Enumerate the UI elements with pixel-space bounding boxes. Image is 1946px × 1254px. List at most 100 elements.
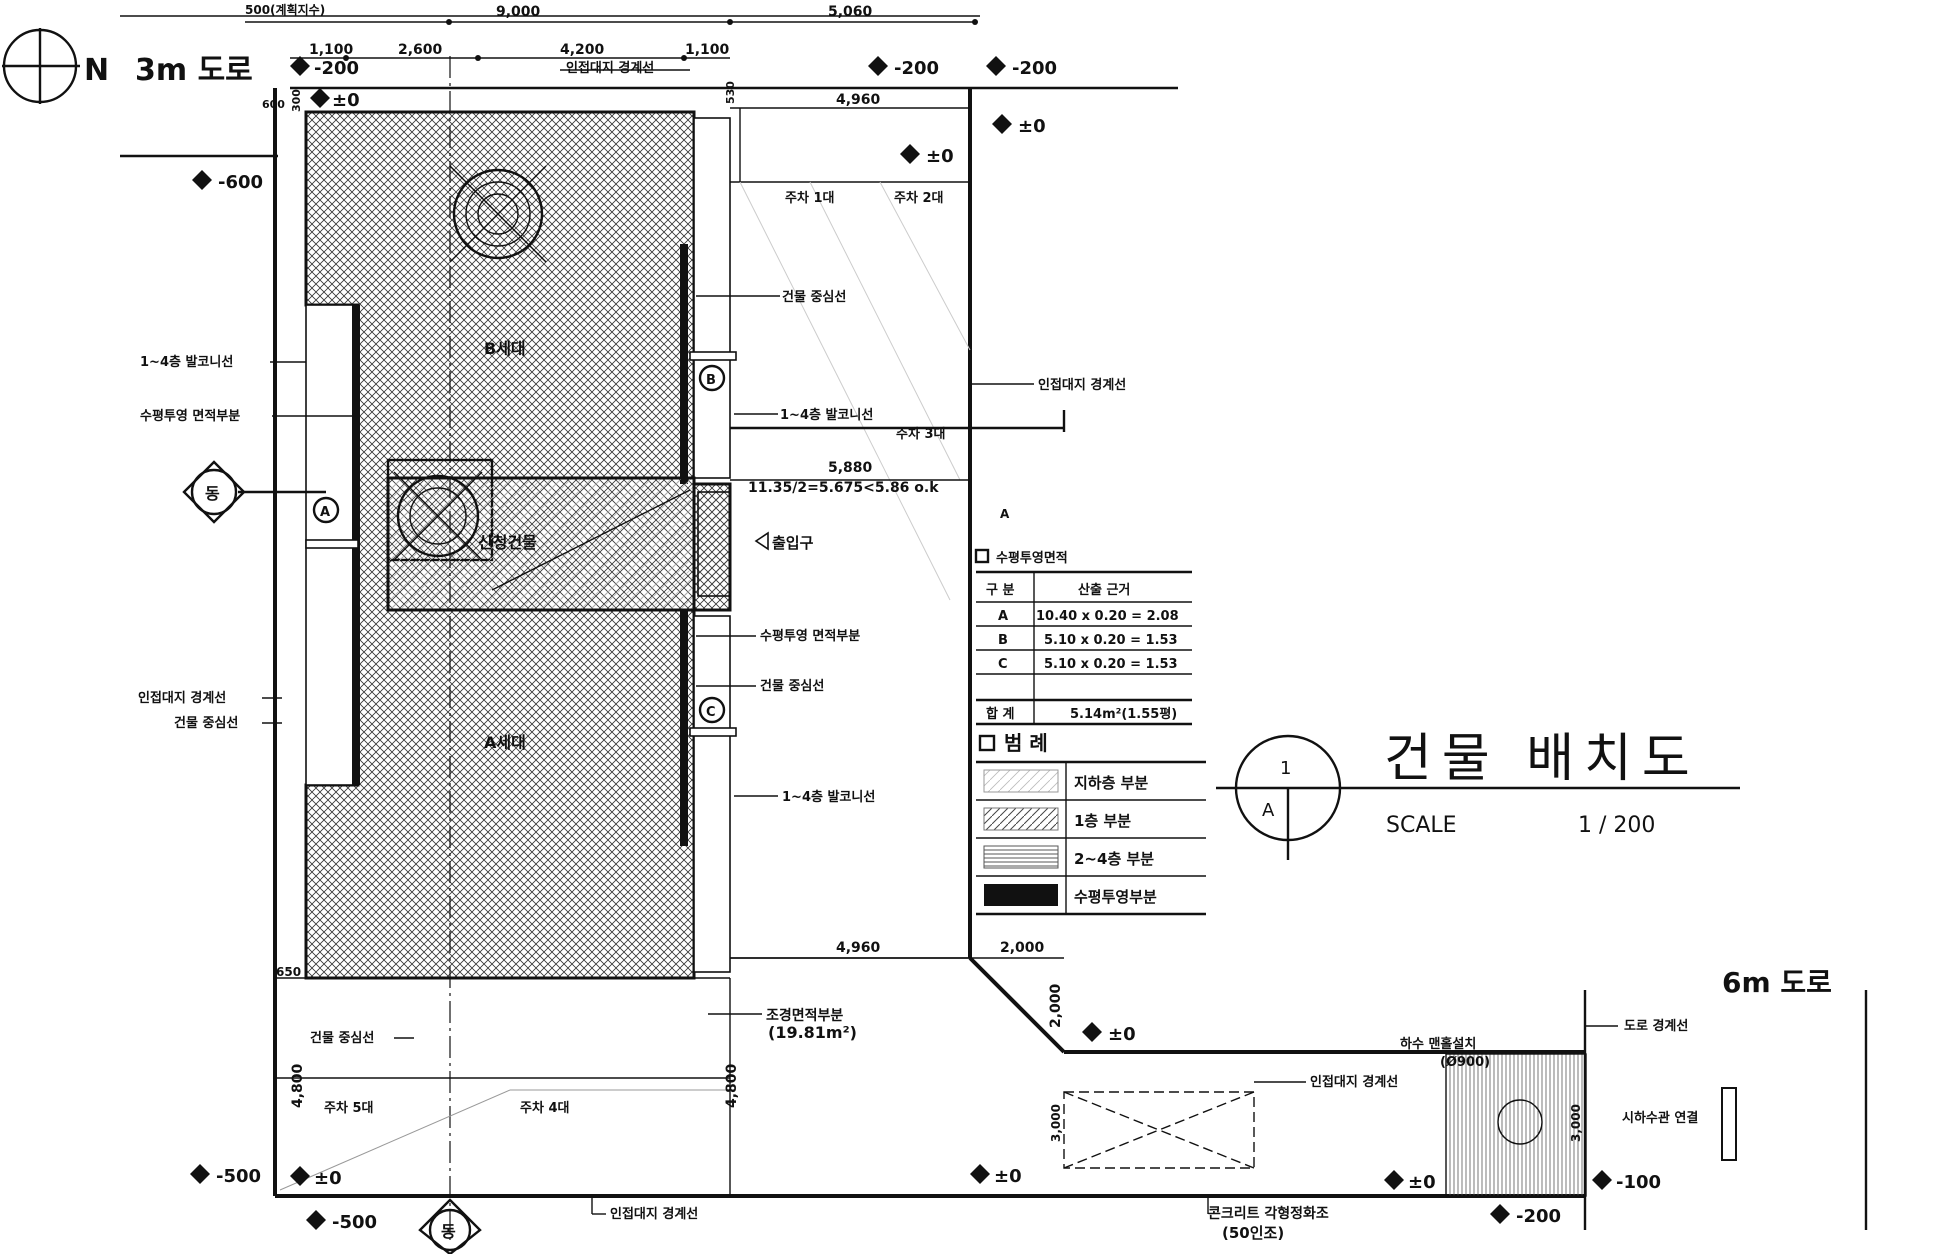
level-marker: -200 bbox=[986, 56, 1057, 79]
svg-text:±0: ±0 bbox=[1108, 1024, 1136, 1045]
label-sewer: 하수 맨홀설치 bbox=[1400, 1036, 1476, 1052]
dim-1100-left: 1,100 bbox=[309, 42, 354, 58]
svg-text:C: C bbox=[706, 705, 716, 720]
level-marker: ±0 bbox=[970, 1164, 1022, 1187]
level-marker: ±0 bbox=[1082, 1022, 1136, 1045]
svg-text:±0: ±0 bbox=[1408, 1172, 1436, 1193]
dim-4960-top: 4,960 bbox=[836, 92, 881, 108]
label-landscape: 조경면적부분 bbox=[766, 1007, 843, 1024]
label-center-left: 건물 중심선 bbox=[174, 715, 238, 731]
svg-text:-200: -200 bbox=[1012, 58, 1057, 79]
svg-text:B: B bbox=[706, 373, 716, 388]
svg-text:±0: ±0 bbox=[332, 90, 360, 111]
tag-b: B bbox=[698, 364, 726, 392]
label-road-boundary: 도로 경계선 bbox=[1624, 1018, 1688, 1034]
label-center-right-top: 건물 중심선 bbox=[782, 289, 846, 305]
site-dimensions: 4,960 4,960 5,880 2,000 2,000 600 650 4,… bbox=[262, 81, 1583, 1142]
section-marker-south: 동 bbox=[418, 1198, 482, 1254]
svg-text:±0: ±0 bbox=[926, 146, 954, 167]
svg-text:-200: -200 bbox=[314, 58, 359, 79]
label-projection-right: 수평투영 면적부분 bbox=[760, 628, 860, 644]
dim-530: 530 bbox=[724, 81, 737, 104]
label-boundary-bottom-right: 인접대지 경계선 bbox=[1310, 1074, 1398, 1090]
levels: -200 -200 -200 ±0 ±0 ±0 -600 ±0 ±0 ±0 ±0… bbox=[190, 56, 1661, 1233]
label-parking-2: 주차 2대 bbox=[894, 190, 943, 206]
label-septic-cap: (50인조) bbox=[1222, 1224, 1284, 1242]
dim-3000-manhole: 3,000 bbox=[1569, 1104, 1583, 1142]
area-header-type: 구 분 bbox=[986, 583, 1014, 598]
label-projection-left: 수평투영 면적부분 bbox=[140, 408, 240, 424]
dim-4800-right: 4,800 bbox=[724, 1063, 740, 1108]
building-footprint bbox=[304, 56, 737, 1240]
label-parking-1: 주차 1대 bbox=[785, 190, 834, 206]
legend: 범 례 지하층 부분 1층 부분 2~4층 부분 수평투영부분 bbox=[976, 731, 1206, 916]
area-row-basis: 10.40 x 0.20 = 2.08 bbox=[1036, 609, 1179, 624]
dim-3000-tank: 3,000 bbox=[1049, 1104, 1063, 1142]
area-table: 수평투영면적 구 분 산출 근거 A 10.40 x 0.20 = 2.08 B… bbox=[974, 548, 1192, 726]
svg-text:±0: ±0 bbox=[1018, 116, 1046, 137]
label-center-right-mid: 건물 중심선 bbox=[760, 678, 824, 694]
section-marker-east: 동 bbox=[182, 460, 326, 524]
label-boundary-left: 인접대지 경계선 bbox=[138, 690, 226, 706]
north-arrow: N bbox=[2, 28, 109, 104]
dim-5060: 5,060 bbox=[828, 4, 873, 20]
dim-2000-v: 2,000 bbox=[1048, 983, 1064, 1028]
area-total-value: 5.14m²(1.55평) bbox=[1070, 706, 1177, 722]
label-sewer-size: (Ø900) bbox=[1440, 1055, 1490, 1070]
level-marker: ±0 bbox=[1384, 1170, 1436, 1193]
svg-text:-200: -200 bbox=[894, 58, 939, 79]
area-total-label: 합 계 bbox=[986, 706, 1014, 722]
label-boundary-right: 인접대지 경계선 bbox=[1038, 377, 1126, 393]
svg-text:-100: -100 bbox=[1616, 1172, 1661, 1193]
label-entrance: 출입구 bbox=[772, 534, 814, 552]
level-marker: ±0 bbox=[310, 88, 360, 111]
road-north-label: 3m 도로 bbox=[135, 53, 253, 88]
level-marker: -600 bbox=[192, 170, 263, 193]
dim-4200: 4,200 bbox=[560, 42, 605, 58]
dim-5880: 5,880 bbox=[828, 460, 873, 476]
level-marker: ±0 bbox=[900, 144, 954, 167]
dim-2000-h: 2,000 bbox=[1000, 940, 1045, 956]
label-unit-a: A세대 bbox=[484, 733, 526, 752]
level-marker: -200 bbox=[1490, 1204, 1561, 1227]
label-balcony-right-top: 1~4층 발코니선 bbox=[780, 407, 873, 423]
area-row-basis: 5.10 x 0.20 = 1.53 bbox=[1044, 633, 1178, 648]
label-balcony-right-bottom: 1~4층 발코니선 bbox=[782, 789, 875, 805]
tag-a-site: A bbox=[1000, 507, 1010, 521]
dim-2600: 2,600 bbox=[398, 42, 443, 58]
svg-text:동: 동 bbox=[205, 484, 220, 503]
svg-text:-600: -600 bbox=[218, 172, 263, 193]
svg-text:-200: -200 bbox=[1516, 1206, 1561, 1227]
level-marker: -200 bbox=[868, 56, 939, 79]
dim-4800-left: 4,800 bbox=[290, 1063, 306, 1108]
level-marker: -500 bbox=[190, 1164, 261, 1187]
legend-title: 범 례 bbox=[1004, 731, 1048, 755]
label-parking-5: 주차 5대 bbox=[324, 1100, 373, 1116]
area-row-type: B bbox=[998, 633, 1008, 648]
check-note: 11.35/2=5.675<5.86 o.k bbox=[748, 480, 939, 496]
scale-label: SCALE bbox=[1386, 813, 1457, 838]
section-marker-top: 1 bbox=[1280, 758, 1291, 779]
dim-4960-bottom: 4,960 bbox=[836, 940, 881, 956]
annotations: 인접대지 경계선 주차 1대 주차 2대 건물 중심선 인접대지 경계선 1~4… bbox=[138, 60, 1832, 1242]
level-marker: -200 bbox=[290, 56, 359, 79]
level-marker: ±0 bbox=[290, 1166, 342, 1189]
dim-300: 300 bbox=[290, 89, 303, 112]
top-dimensions: 500(계획지수) 9,000 5,060 1,100 2,600 4,200 … bbox=[245, 2, 978, 61]
section-marker-bottom: A bbox=[1262, 800, 1275, 821]
area-table-title: 수평투영면적 bbox=[996, 550, 1068, 566]
level-marker: ±0 bbox=[992, 114, 1046, 137]
svg-text:동: 동 bbox=[441, 1222, 456, 1241]
label-center-bottom: 건물 중심선 bbox=[310, 1030, 374, 1046]
title-block: 1 A 건물 배치도 SCALE 1 / 200 bbox=[1216, 729, 1740, 860]
svg-text:-500: -500 bbox=[332, 1212, 377, 1233]
dim-600: 600 bbox=[262, 98, 285, 111]
legend-item: 1층 부분 bbox=[1074, 812, 1131, 830]
legend-item: 수평투영부분 bbox=[1074, 888, 1157, 906]
scale-value: 1 / 200 bbox=[1578, 813, 1655, 838]
label-unit-b: B세대 bbox=[484, 339, 526, 358]
dim-top-left: 500(계획지수) bbox=[245, 2, 325, 17]
dim-1100-right: 1,100 bbox=[685, 42, 730, 58]
label-sewer-pipe: 시하수관 연결 bbox=[1622, 1110, 1698, 1126]
svg-text:-500: -500 bbox=[216, 1166, 261, 1187]
